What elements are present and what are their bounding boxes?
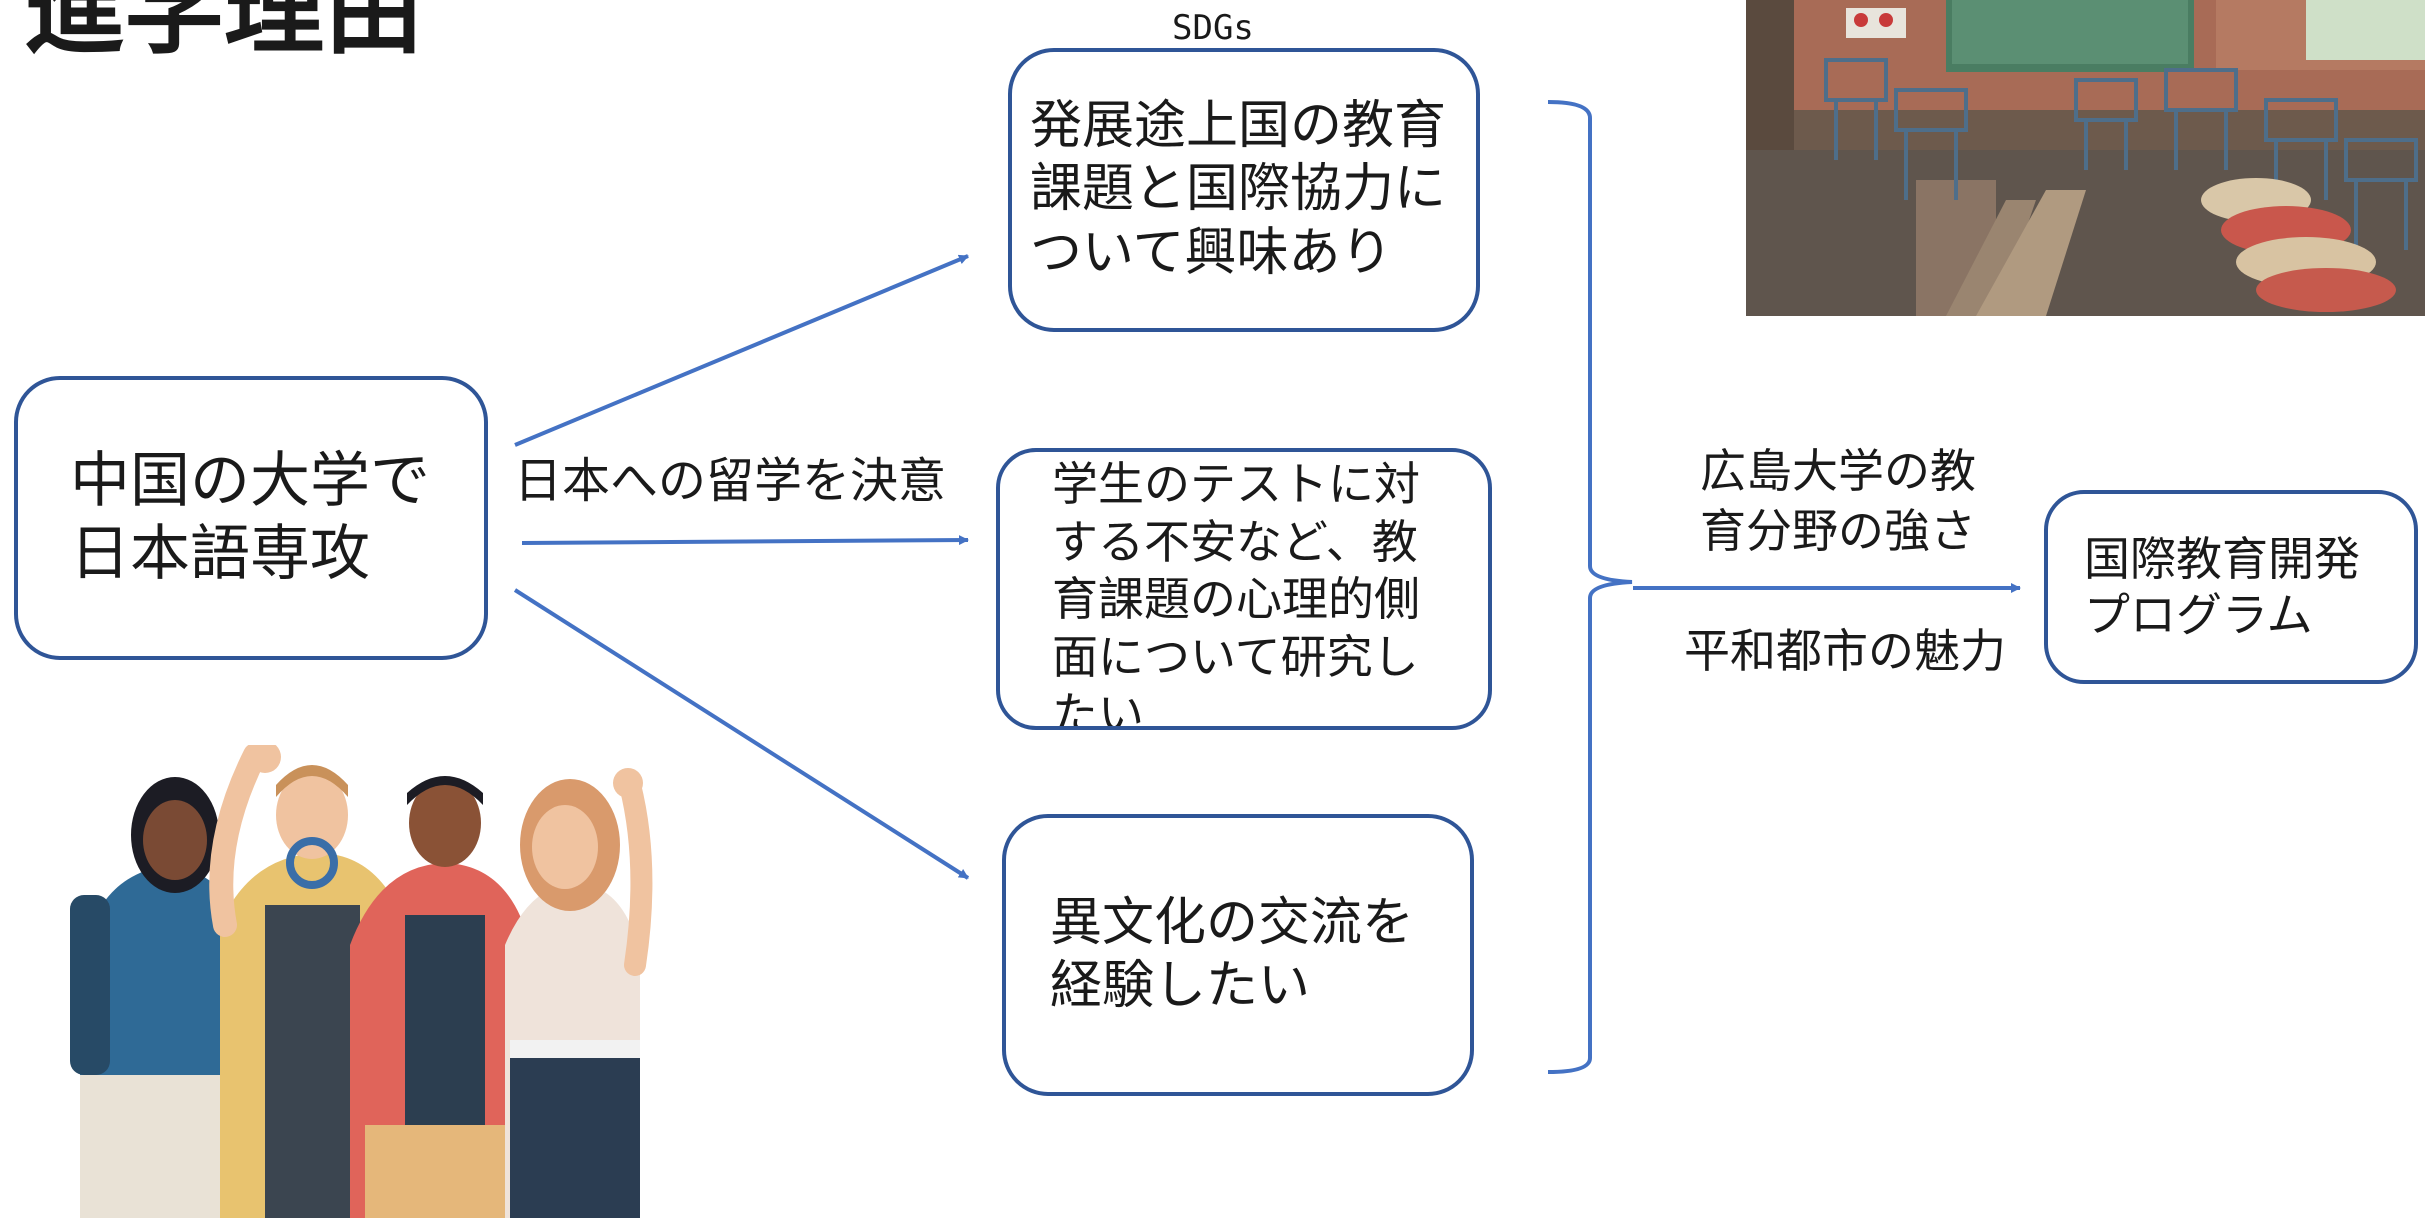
reason-education-text: 発展途上国の教育 課題と国際協力に ついて興味あり <box>1030 95 1447 283</box>
reason-education-box: 発展途上国の教育 課題と国際協力に ついて興味あり <box>1008 48 1480 332</box>
origin-box: 中国の大学で 日本語専攻 <box>14 376 488 660</box>
decision-label: 日本への留学を決意 <box>514 453 947 509</box>
classroom-photo <box>1746 0 2425 316</box>
goal-box: 国際教育開発 プログラム <box>2044 490 2418 684</box>
arrow-to-psychology <box>521 535 969 546</box>
arrow-to-culture <box>513 588 970 880</box>
right-brace <box>1547 100 1633 1074</box>
reason-psychology-text: 学生のテストに対 する不安など、教 育課題の心理的側 面について研究し たい <box>1052 457 1420 730</box>
reason-culture-text: 異文化の交流を 経験したい <box>1050 892 1415 1016</box>
reason-psychology-box: 学生のテストに対 する不安など、教 育課題の心理的側 面について研究し たい <box>996 448 1492 730</box>
students-illustration <box>50 745 670 1218</box>
slide-title: 進学理由 <box>24 0 424 68</box>
arrow-to-education <box>514 254 969 447</box>
peace-city-label: 平和都市の魅力 <box>1684 624 2006 678</box>
origin-text: 中国の大学で 日本語専攻 <box>70 445 430 589</box>
strength-label: 広島大学の教 育分野の強さ <box>1700 444 1976 558</box>
goal-text: 国際教育開発 プログラム <box>2084 531 2360 642</box>
reason-culture-box: 異文化の交流を 経験したい <box>1002 814 1474 1096</box>
sdgs-label: SDGs <box>1172 8 1254 48</box>
